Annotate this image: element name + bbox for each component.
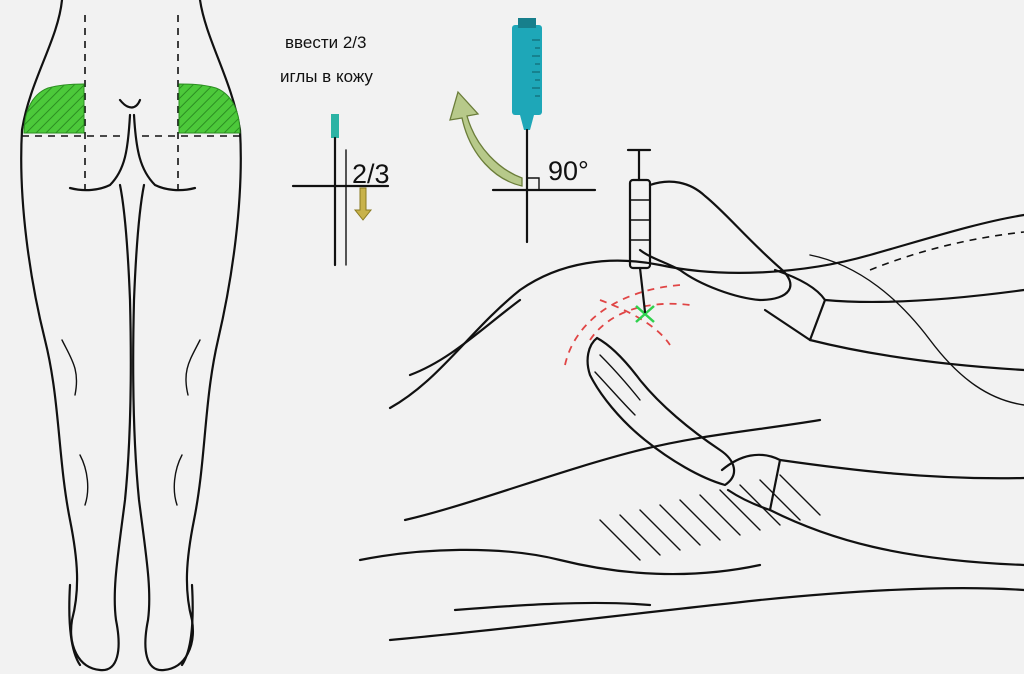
target-guide-cross <box>599 299 671 346</box>
patient-back-contour <box>408 298 522 377</box>
body-back-view <box>20 0 242 672</box>
upper-hand <box>638 180 792 302</box>
instruction-line-2: иглы в кожу <box>280 67 373 86</box>
target-guide-inner <box>589 302 691 341</box>
upper-sleeve-cuff <box>763 268 827 342</box>
instruction-line-1: ввести 2/3 <box>285 33 366 52</box>
gluteal-cleft <box>68 98 197 192</box>
angle-label: 90° <box>548 156 589 186</box>
leg-detail-right <box>173 339 201 506</box>
leg-contour <box>809 254 1024 406</box>
syringe-barrel-icon <box>512 25 542 115</box>
upper-sleeve <box>808 288 1024 372</box>
syringe-tip <box>520 115 534 130</box>
needle-depth-diagram: 2/3 <box>291 114 390 267</box>
right-angle-mark <box>526 177 540 191</box>
target-guide-outer <box>564 284 681 366</box>
sheet-fold-2 <box>358 548 762 576</box>
syringe-needle <box>638 266 647 314</box>
lower-sleeve <box>768 458 1024 567</box>
syringe-plunger-icon <box>518 18 536 28</box>
patient-body-contour <box>388 213 1024 410</box>
depth-label: 2/3 <box>352 159 390 189</box>
injection-zone-right <box>178 83 241 134</box>
lower-hand-fingers <box>594 354 641 416</box>
foot-right <box>180 583 194 667</box>
foot-left <box>68 583 82 667</box>
depth-arrow-icon <box>353 187 373 221</box>
sheet-fold-3 <box>453 601 652 612</box>
lower-sleeve-cuff <box>720 453 782 512</box>
patient-scene <box>358 148 1024 642</box>
syringe-scale <box>532 39 540 97</box>
needle-hub-icon <box>331 114 339 138</box>
rotation-arrow-icon <box>449 90 523 187</box>
body-outline-right <box>132 0 242 672</box>
sheet-hatching <box>599 474 821 561</box>
leg-detail-left <box>61 339 89 506</box>
angle-diagram: 90° <box>449 18 597 244</box>
mattress-edge <box>388 586 1024 642</box>
injection-zone-left <box>23 83 85 134</box>
lower-hand <box>586 336 736 487</box>
sheet-fold-1 <box>403 418 822 522</box>
injection-site-cross-icon <box>635 305 655 323</box>
syringe-plunger-handle <box>626 148 652 182</box>
leg-dashed-outline <box>869 231 1024 271</box>
hand-held-syringe <box>626 148 652 314</box>
